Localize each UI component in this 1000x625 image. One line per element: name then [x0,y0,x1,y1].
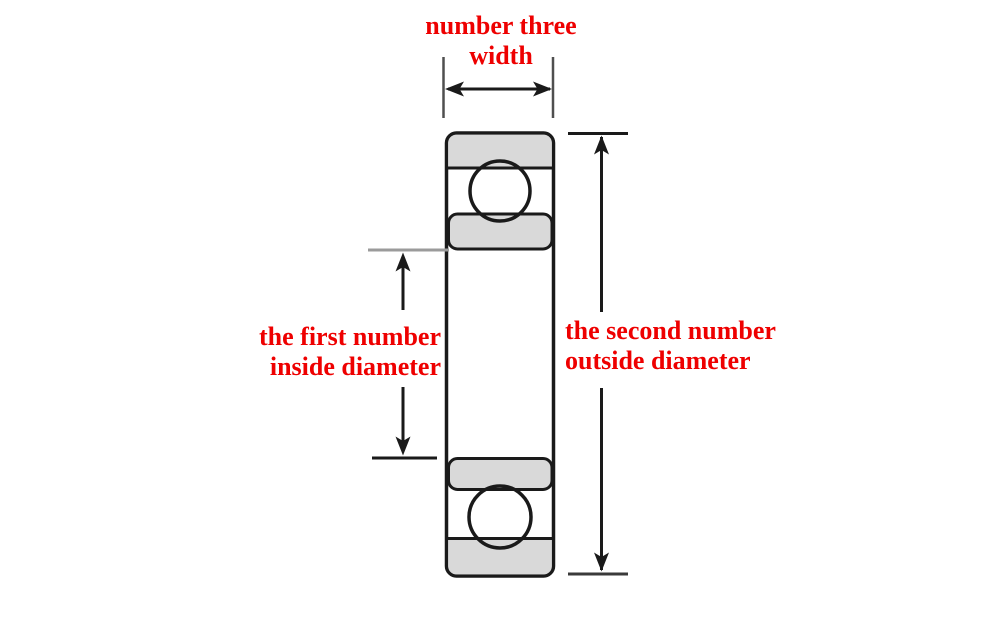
inside-diameter-label: the first number inside diameter [141,322,441,382]
outside-diameter-arrowhead-down-icon [594,552,609,572]
width-arrowhead-right-icon [533,81,552,97]
outside-diameter-label-line1: the second number [565,316,776,345]
width-label-line2: width [469,41,533,70]
width-arrowhead-left-icon [445,81,464,97]
width-label: number three width [351,11,651,71]
bottom-ball [467,484,533,550]
width-label-line1: number three [425,11,577,40]
inside-diameter-arrowhead-down-icon [395,436,411,456]
bottom-inner-race [447,457,554,491]
bearing-outer-ring-outline [444,131,556,578]
inside-diameter-label-line2: inside diameter [269,352,441,381]
bottom-outer-race [448,538,552,575]
outside-diameter-arrowhead-up-icon [594,135,609,155]
top-inner-race [447,212,554,251]
inside-diameter-label-line1: the first number [259,322,441,351]
outside-diameter-label: the second number outside diameter [556,312,786,388]
top-ball [468,159,532,223]
outside-diameter-label-line2: outside diameter [565,346,751,375]
inside-diameter-arrowhead-up-icon [395,252,411,272]
